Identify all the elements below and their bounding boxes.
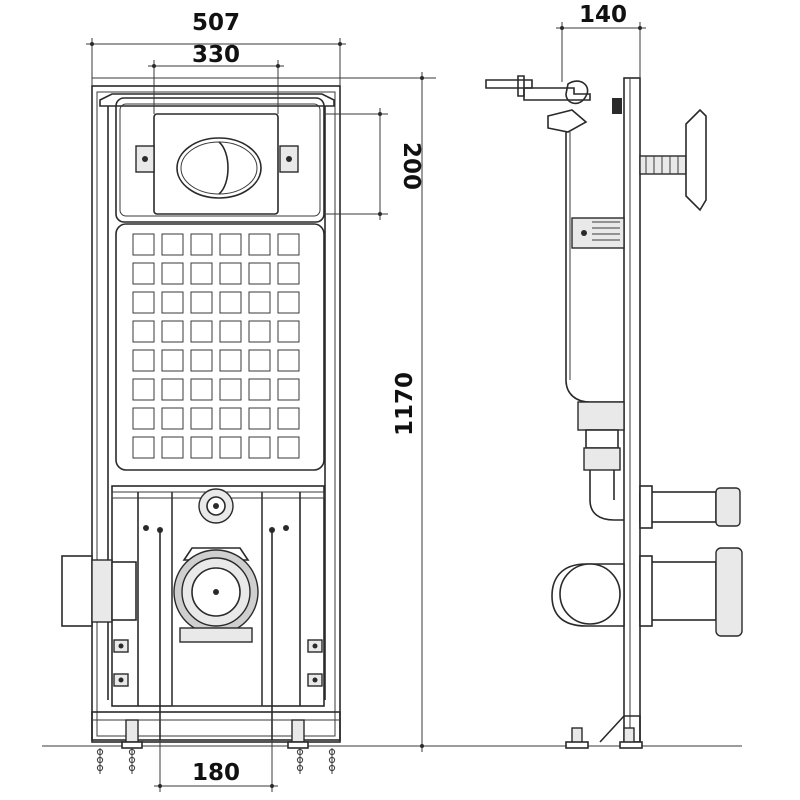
plate-mount-right — [279, 145, 299, 173]
grid-cell — [277, 291, 300, 314]
grid-cell — [132, 407, 155, 430]
grid-cell — [219, 262, 242, 285]
dimension-button-spacing: 330 — [148, 42, 284, 114]
grid-cell — [248, 349, 271, 372]
grid-cell — [219, 436, 242, 459]
side-brackets-right — [307, 639, 323, 687]
grid-cell — [161, 320, 184, 343]
grid-cell — [219, 407, 242, 430]
flush-button — [176, 137, 262, 199]
grid-cell — [190, 349, 213, 372]
anchor-screw — [296, 748, 304, 774]
grid-cell — [190, 291, 213, 314]
front-view — [61, 85, 341, 774]
flush-actuator — [639, 108, 707, 212]
grid-cell — [219, 233, 242, 256]
flush-outlet-pipe — [639, 485, 741, 529]
floor-anchors — [96, 748, 336, 774]
dimension-button-height: 200 — [324, 108, 424, 220]
dimension-pipe-spacing: 180 — [154, 740, 278, 792]
cistern-top-panel — [115, 97, 325, 223]
cistern-bracket — [571, 217, 625, 249]
grid-cell — [248, 291, 271, 314]
anchor-screw — [96, 748, 104, 774]
grid-cell — [277, 320, 300, 343]
grid-cell — [132, 291, 155, 314]
dimension-width: 507 — [86, 10, 346, 86]
cistern-body — [565, 132, 624, 403]
grid-cell — [219, 378, 242, 401]
side-view — [485, 75, 743, 749]
dimension-width-label: 507 — [192, 10, 240, 36]
grid-cell — [132, 233, 155, 256]
grid-cell — [161, 436, 184, 459]
grid-cell — [190, 262, 213, 285]
grid-pattern — [132, 233, 300, 459]
grid-cell — [161, 233, 184, 256]
grid-cell — [248, 262, 271, 285]
anchor-screw — [328, 748, 336, 774]
side-upright — [623, 77, 641, 743]
grid-cell — [132, 436, 155, 459]
side-pipe-stub — [61, 555, 137, 627]
grid-cell — [277, 262, 300, 285]
grid-cell — [219, 349, 242, 372]
bottom-rail — [91, 711, 341, 741]
grid-cell — [248, 378, 271, 401]
dimension-pipe-spacing-label: 180 — [192, 760, 240, 786]
wall-fixing-arm — [485, 75, 622, 133]
side-brackets-left — [113, 639, 129, 687]
grid-cell — [132, 378, 155, 401]
grid-cell — [161, 407, 184, 430]
plate-mount-left — [135, 145, 155, 173]
grid-cell — [248, 233, 271, 256]
grid-cell — [190, 436, 213, 459]
grid-cell — [161, 378, 184, 401]
grid-cell — [190, 407, 213, 430]
support-leg — [565, 715, 643, 749]
grid-cell — [248, 320, 271, 343]
grid-cell — [190, 378, 213, 401]
grid-cell — [277, 407, 300, 430]
top-bracket — [99, 93, 335, 107]
adjustable-feet — [121, 719, 309, 749]
drain-pipe — [551, 547, 743, 637]
grid-cell — [161, 291, 184, 314]
dimension-height: 1170 — [392, 72, 424, 752]
grid-cell — [190, 233, 213, 256]
flush-pipe — [577, 401, 625, 521]
dimension-height-label: 1170 — [392, 372, 418, 436]
cistern-grid-panel — [115, 223, 325, 471]
front-frame-outline — [91, 85, 341, 743]
drain-outlet — [173, 547, 259, 643]
grid-cell — [277, 233, 300, 256]
grid-cell — [219, 291, 242, 314]
grid-cell — [161, 262, 184, 285]
grid-cell — [248, 436, 271, 459]
grid-cell — [161, 349, 184, 372]
dimension-depth-label: 140 — [579, 2, 627, 28]
anchor-screw — [128, 748, 136, 774]
grid-cell — [132, 262, 155, 285]
dimension-button-height-label: 200 — [398, 142, 424, 190]
grid-cell — [132, 349, 155, 372]
grid-cell — [190, 320, 213, 343]
dimension-depth: 140 — [556, 2, 646, 82]
grid-cell — [219, 320, 242, 343]
grid-cell — [132, 320, 155, 343]
water-inlet-fitting — [198, 488, 234, 524]
grid-cell — [277, 349, 300, 372]
dimension-button-spacing-label: 330 — [192, 42, 240, 68]
flush-plate-opening — [153, 113, 279, 215]
grid-cell — [277, 378, 300, 401]
grid-cell — [277, 436, 300, 459]
grid-cell — [248, 407, 271, 430]
